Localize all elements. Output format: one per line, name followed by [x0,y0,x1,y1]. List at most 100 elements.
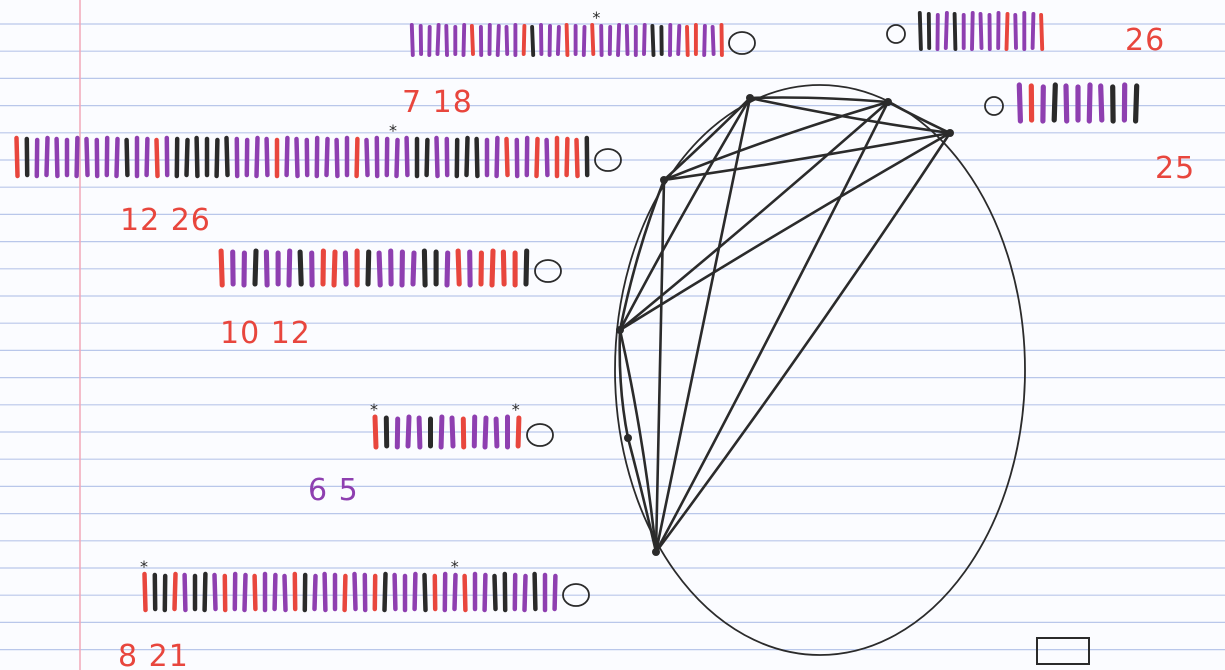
graph-node [616,326,624,334]
strand-tick [1101,86,1102,120]
strand-tick [275,575,276,609]
strand-tick [427,140,428,175]
star-mark: * [370,400,378,419]
graph-diagram [615,85,1025,655]
strand-tick [441,417,442,447]
strand-tick [1015,15,1016,48]
strand-label-10-12: 10 12 [220,316,311,351]
strand-tick [395,575,396,609]
strand-tick [507,139,508,175]
strand-tick [367,140,368,175]
strand-tick [77,138,78,176]
strand-tick [920,13,921,49]
strand-25 [985,85,1137,121]
strand-tick [415,574,416,609]
strand-end-circle [535,260,561,282]
strand-tick [221,251,222,285]
strand-label-25: 25 [1155,151,1195,186]
strand-tick [507,27,508,54]
strand-tick [458,251,459,284]
graph-node [652,548,660,556]
strand-tick [205,574,206,610]
strand-tick [255,576,256,609]
strand-tick [535,574,536,609]
strand-tick [532,27,533,55]
strand-tick [127,140,128,175]
strand-tick [368,252,369,284]
strand-tick [678,26,679,54]
strand-tick [584,27,585,55]
strand-tick [385,574,386,610]
strand-tick [1054,85,1055,120]
strand-tick [477,139,478,176]
strand-tick [525,576,526,610]
strand-tick [467,138,468,175]
graph-edge [628,438,656,552]
strand-8-21: ** [140,557,589,610]
strand-tick [1089,85,1090,121]
strand-tick [245,575,246,610]
strand-tick [197,138,198,176]
strand-tick [1041,15,1042,49]
strand-tick [17,138,18,176]
strand-tick [300,252,301,284]
strand-12-26: * [17,121,622,176]
strand-tick [425,575,426,610]
graph-node [884,98,892,106]
strand-tick [145,574,146,610]
strand-tick [644,25,645,54]
graph-node [746,94,754,102]
strand-tick [495,576,496,609]
strand-tick [287,138,288,175]
strand-tick [713,27,714,54]
strand-7-18: * [412,8,755,55]
strand-tick [526,251,527,284]
strand-tick [397,140,398,176]
strand-tick [1033,14,1034,48]
strand-tick [946,13,947,48]
strand-tick [407,138,408,175]
graph-oval [615,85,1025,655]
strand-tick [558,27,559,54]
strand-tick [485,418,486,447]
strand-tick [355,574,356,609]
strand-tick [618,25,619,55]
strand-tick [1066,86,1067,121]
strand-tick [472,26,473,54]
strand-tick [87,139,88,175]
strand-tick [524,26,525,54]
strand-tick [334,252,335,285]
strand-tick [325,574,326,610]
empty-box [1037,638,1089,664]
strand-tick [408,417,409,446]
strand-tick [567,139,568,175]
graph-edge [664,98,750,180]
strand-tick [175,574,176,609]
strand-tick [412,25,413,55]
star-mark: * [451,557,459,576]
strand-tick [592,25,593,54]
strand-tick [518,418,519,446]
strand-tick [485,575,486,610]
strand-tick [424,251,425,285]
strand-tick [704,26,705,55]
strand-tick [955,14,956,49]
graph-node [660,176,668,184]
strand-tick [555,576,556,609]
strand-label-6-5: 6 5 [308,473,359,508]
graph-node [624,434,632,442]
strand-tick [496,419,497,446]
strand-tick [627,26,628,54]
strand-tick [257,138,258,176]
strand-label-26: 26 [1125,23,1165,58]
strand-end-circle [527,424,553,446]
strand-tick [289,251,290,285]
star-mark: * [512,400,520,419]
strand-label-8-21: 8 21 [118,639,189,670]
strand-tick [981,14,982,48]
strand-end-circle [887,25,905,43]
strand-label-12-26: 12 26 [120,203,211,238]
strand-tick [147,139,148,175]
